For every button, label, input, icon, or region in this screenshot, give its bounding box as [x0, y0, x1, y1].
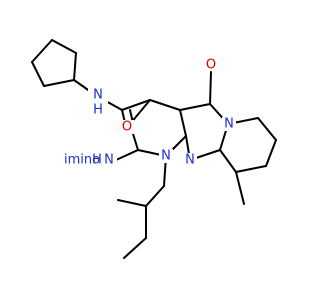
n-ring-top-bg: [222, 117, 236, 131]
n-ring-low-bg: [159, 149, 173, 163]
molecule-canvas: N H O O N N N N H imino: [31, 39, 277, 259]
atom-labels: N H O O N N N N H imino: [64, 58, 236, 168]
n-ring-low-label: N: [161, 149, 171, 164]
n-ring-mid-label: N: [185, 153, 195, 168]
o-ketone-label: O: [206, 58, 216, 73]
n-imine-bg: [101, 153, 117, 167]
cyclopentyl-ring: [31, 39, 77, 87]
o-amide-bg: [120, 120, 134, 134]
n-ring-top-label: N: [224, 117, 234, 132]
imino-text-label: imino: [64, 153, 100, 168]
n-ring-mid-bg: [183, 153, 197, 167]
molecule-structure: N H O O N N N N H imino: [31, 39, 277, 259]
central-ring: [129, 99, 187, 157]
amide-group: [73, 79, 151, 124]
o-ketone-bg: [204, 58, 218, 72]
substituents: [115, 149, 245, 259]
h-amide-label: H: [93, 103, 103, 118]
o-amide-label: O: [122, 120, 132, 135]
far-right-ring: [219, 117, 277, 173]
n-amide-bg: [88, 87, 108, 103]
n-imine-label: N: [104, 153, 114, 168]
h-imine-label: H: [92, 153, 102, 168]
n-amide-label: N: [93, 88, 103, 103]
